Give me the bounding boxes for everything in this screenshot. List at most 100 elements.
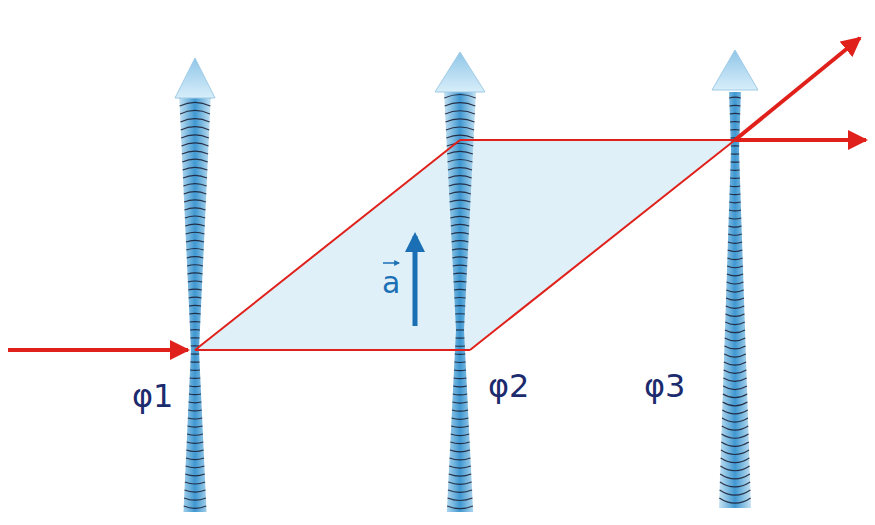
wavefront — [186, 458, 204, 460]
wavefront — [185, 224, 205, 226]
wavefront — [451, 233, 469, 234]
wavefront — [445, 103, 476, 106]
wavefront — [449, 192, 471, 194]
wavefront — [723, 386, 747, 390]
wavefront — [730, 129, 739, 131]
wavefront — [185, 216, 205, 218]
wavefront — [728, 234, 742, 235]
wavefront — [180, 110, 210, 114]
wavefront — [721, 450, 749, 455]
beam-direction-arrow — [712, 50, 758, 90]
wavefront — [448, 482, 471, 484]
wavefront — [725, 338, 746, 341]
wavefront — [184, 498, 206, 500]
wavefront — [454, 289, 466, 291]
wavefront — [448, 176, 471, 178]
wavefront — [722, 410, 747, 414]
wavefront — [727, 282, 744, 284]
wavefront — [723, 402, 748, 406]
vector-mark — [383, 262, 399, 264]
wavefront — [446, 127, 474, 130]
wavefront — [187, 265, 203, 266]
wavefront — [454, 281, 467, 283]
wavefront — [183, 184, 206, 186]
wavefront — [190, 369, 200, 370]
wavefront — [189, 297, 202, 299]
wavefront — [453, 385, 467, 387]
wavefront — [730, 113, 740, 115]
wavefront — [726, 314, 745, 316]
wavefront — [453, 393, 467, 395]
wavefront — [454, 369, 466, 371]
wavefront — [731, 153, 739, 154]
wavefront — [450, 450, 470, 452]
wavefront — [729, 97, 740, 99]
wavefront — [187, 273, 202, 274]
wavefront — [731, 145, 739, 146]
wavefront — [451, 434, 469, 436]
wavefront — [447, 143, 474, 146]
wavefront — [452, 249, 468, 250]
wavefront — [189, 401, 202, 403]
wavefront — [453, 273, 467, 275]
wavefront — [446, 135, 473, 138]
wavefront — [444, 95, 475, 98]
wavefront — [181, 135, 209, 138]
wavefront — [455, 305, 465, 307]
wavefront — [184, 208, 205, 210]
wavefront — [455, 345, 465, 346]
wavefront — [726, 298, 744, 300]
wavefront — [452, 410, 468, 411]
wavefront — [189, 385, 200, 387]
wavefront — [722, 418, 748, 422]
wavefront — [456, 337, 465, 338]
wavefront — [720, 482, 750, 487]
wavefront — [190, 329, 200, 330]
wavefront — [728, 242, 742, 243]
wavefront — [450, 458, 471, 460]
wavefront — [455, 313, 465, 314]
laser-beam — [719, 92, 751, 508]
wavefront — [450, 200, 471, 202]
wavefront — [188, 409, 202, 411]
wavefront — [183, 175, 207, 178]
wavefront — [186, 249, 203, 251]
wavefront — [191, 353, 199, 354]
wavefront — [184, 506, 207, 508]
wavefront — [190, 321, 201, 323]
wavefront — [451, 224, 469, 226]
wavefront — [189, 313, 200, 315]
wavefront — [724, 354, 746, 357]
wavefront — [449, 184, 472, 186]
wavefront — [190, 377, 201, 379]
wavefront — [188, 289, 202, 291]
wavefront — [189, 305, 201, 307]
phase-label: φ2 — [488, 370, 529, 402]
wavefront — [724, 370, 747, 373]
wavefront — [188, 418, 202, 419]
wavefront — [728, 226, 741, 227]
wavefront — [454, 377, 467, 379]
wavefront — [722, 426, 749, 430]
wavefront — [189, 393, 201, 395]
input-arrow — [8, 348, 188, 352]
wavefront — [185, 482, 205, 484]
wavefront — [720, 490, 751, 495]
wavefront — [445, 111, 475, 114]
wavefront — [454, 361, 465, 363]
wavefront — [724, 346, 745, 349]
wavefront — [180, 102, 211, 106]
wavefront — [725, 322, 745, 325]
wavefront — [186, 450, 203, 452]
wavefront — [186, 232, 205, 234]
wavefront — [727, 266, 743, 268]
wavefront — [450, 442, 469, 444]
wavefront — [180, 119, 209, 122]
wavefront — [723, 394, 747, 398]
beam-direction-arrow — [175, 58, 215, 98]
wavefront — [449, 466, 471, 468]
wavefront — [182, 143, 209, 146]
wavefront — [729, 209, 741, 211]
